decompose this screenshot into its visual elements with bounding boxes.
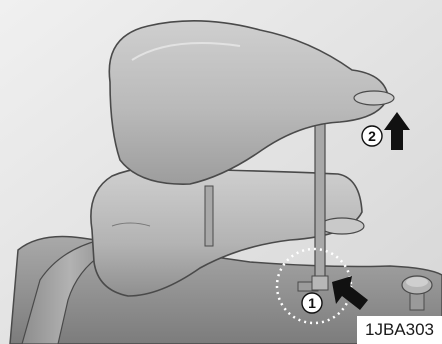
step-1-badge: 1 [302, 293, 322, 313]
rod-collar [312, 276, 328, 290]
lower-headrest-socket [320, 218, 364, 234]
upper-headrest-socket [354, 91, 394, 105]
step-2-badge: 2 [362, 126, 382, 146]
step-2-number: 2 [368, 128, 376, 144]
headrest-rod-left [205, 186, 213, 246]
figure-code-label: 1JBA303 [357, 316, 442, 344]
step-1-number: 1 [308, 295, 316, 311]
